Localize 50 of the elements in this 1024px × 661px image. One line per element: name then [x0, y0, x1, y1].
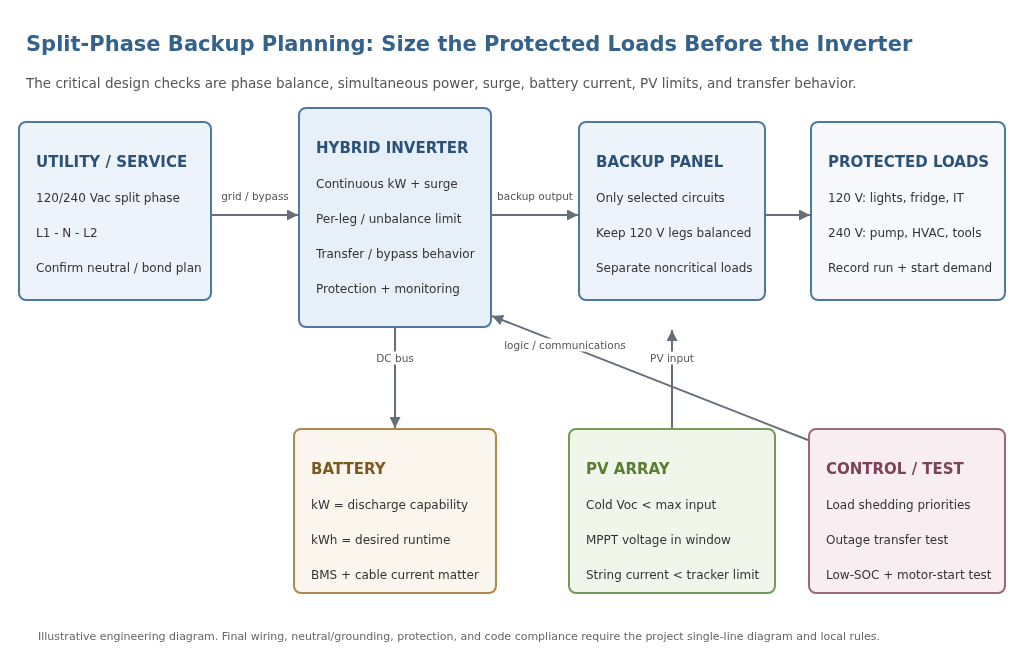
arrow — [491, 209, 579, 221]
box-text: Protection + monitoring — [316, 282, 460, 297]
edge-label: backup output — [495, 189, 575, 203]
box-text: L1 - N - L2 — [36, 226, 98, 241]
arrow — [389, 327, 401, 429]
box-heading: CONTROL / TEST — [826, 460, 964, 478]
box-text: Per-leg / unbalance limit — [316, 212, 462, 227]
edge-label: DC bus — [374, 351, 416, 365]
box-text: Only selected circuits — [596, 191, 725, 206]
component-box — [298, 107, 492, 328]
diagram-title: Split-Phase Backup Planning: Size the Protected Loads Before the Inverter — [26, 31, 913, 58]
box-text: 240 V: pump, HVAC, tools — [828, 226, 982, 241]
box-text: Cold Voc < max input — [586, 498, 717, 513]
arrow — [211, 209, 299, 221]
box-heading: BATTERY — [311, 460, 386, 478]
box-text: 120/240 Vac split phase — [36, 191, 180, 206]
box-text: Continuous kW + surge — [316, 177, 458, 192]
box-heading: PV ARRAY — [586, 460, 670, 478]
footnote: Illustrative engineering diagram. Final wiring, neutral/grounding, protection, and code compliance require the project single-line diagram and local rules. — [38, 629, 881, 644]
box-text: kWh = desired runtime — [311, 533, 451, 548]
box-text: Confirm neutral / bond plan — [36, 261, 202, 276]
component-box — [808, 428, 1006, 594]
box-text: Load shedding priorities — [826, 498, 971, 513]
edge-label: PV input — [648, 351, 696, 365]
box-text: kW = discharge capability — [311, 498, 469, 513]
arrow — [765, 209, 811, 221]
box-heading: BACKUP PANEL — [596, 153, 724, 171]
edge-label: grid / bypass — [219, 189, 291, 203]
component-box — [293, 428, 497, 594]
box-text: BMS + cable current matter — [311, 568, 479, 583]
box-heading: HYBRID INVERTER — [316, 139, 469, 157]
component-box — [810, 121, 1006, 301]
component-box — [578, 121, 766, 301]
box-text: String current < tracker limit — [586, 568, 760, 583]
box-text: Transfer / bypass behavior — [316, 247, 475, 262]
box-text: Separate noncritical loads — [596, 261, 753, 276]
box-text: Record run + start demand — [828, 261, 993, 276]
box-heading: PROTECTED LOADS — [828, 153, 990, 171]
component-box — [568, 428, 776, 594]
box-text: Outage transfer test — [826, 533, 949, 548]
box-heading: UTILITY / SERVICE — [36, 153, 188, 171]
subtitle: The critical design checks are phase balance, simultaneous power, surge, battery current, PV limits, and transfer behavior. — [26, 75, 857, 93]
arrow — [666, 329, 678, 429]
box-text: 120 V: lights, fridge, IT — [828, 191, 964, 206]
box-text: Low-SOC + motor-start test — [826, 568, 992, 583]
arrow — [491, 314, 809, 441]
edge-label: logic / communications — [502, 338, 628, 352]
box-text: Keep 120 V legs balanced — [596, 226, 752, 241]
box-text: MPPT voltage in window — [586, 533, 731, 548]
component-box — [18, 121, 212, 301]
